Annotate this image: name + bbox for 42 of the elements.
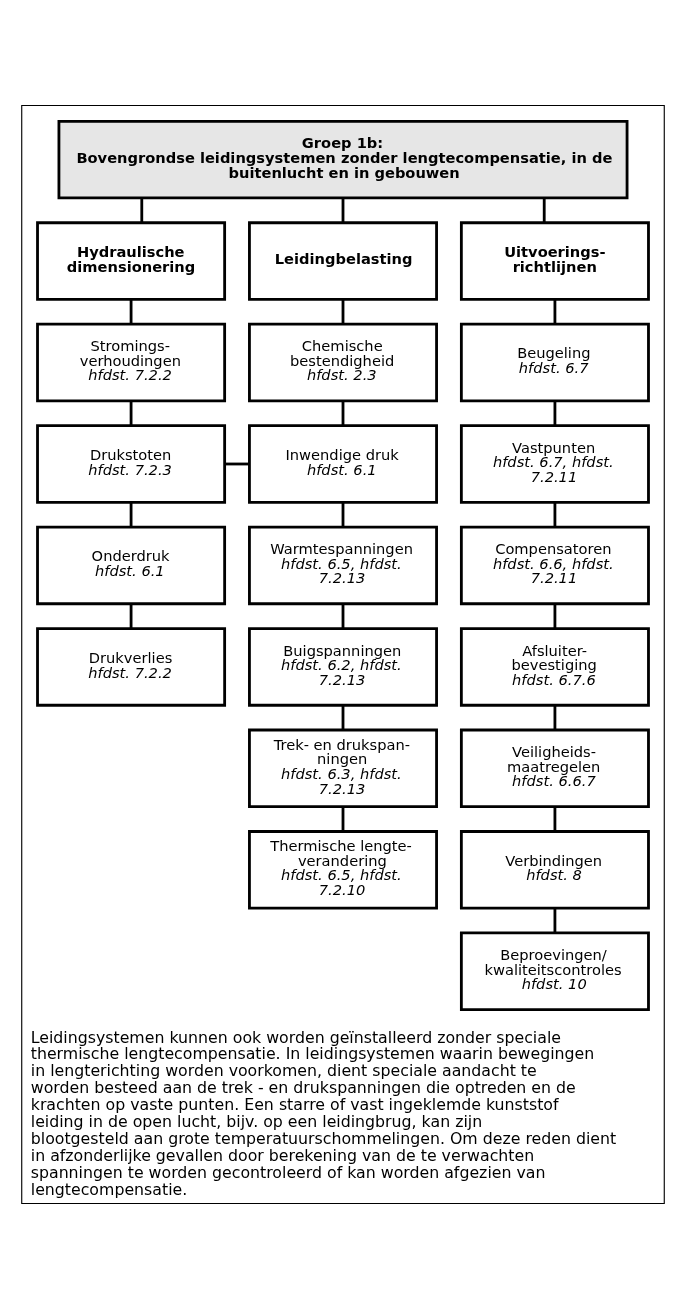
- connector: [341, 502, 345, 528]
- connector: [553, 908, 557, 933]
- node-box: Warmtespanningen hfdst. 6.5, hfdst. 7.2.13: [248, 525, 438, 606]
- connector: [224, 462, 250, 466]
- node-box: Verbindingen hfdst. 8: [459, 830, 650, 910]
- node-box: Inwendige druk hfdst. 6.1: [248, 424, 438, 504]
- connector: [553, 299, 557, 325]
- connector: [341, 299, 345, 325]
- connector: [129, 502, 133, 528]
- node-box: Groep 1b: Bovengrondse leidingsystemen zonder lengtecompensatie, in de buitenlucht en in gebouwen: [57, 119, 629, 200]
- node-box: Drukverlies hfdst. 7.2.2: [36, 627, 227, 707]
- node-box: Onderdruk hfdst. 6.1: [36, 525, 227, 606]
- node-box: Uitvoerings- richtlijnen: [459, 221, 650, 301]
- connector: [542, 198, 546, 223]
- connector: [553, 603, 557, 629]
- node-box: Buigspanningen hfdst. 6.2, hfdst. 7.2.13: [248, 627, 438, 707]
- node-box: Vastpunten hfdst. 6.7, hfdst. 7.2.11: [459, 424, 650, 504]
- connector: [341, 705, 345, 730]
- node-box: Beproevingen/ kwaliteitscontroles hfdst. 10: [459, 931, 650, 1011]
- connector: [341, 198, 345, 223]
- connector: [140, 198, 144, 223]
- connector: [553, 806, 557, 832]
- node-box: Drukstoten hfdst. 7.2.3: [36, 424, 227, 504]
- connector: [129, 603, 133, 629]
- connector: [129, 400, 133, 426]
- node-box: Leidingbelasting: [248, 221, 438, 301]
- connector: [553, 502, 557, 528]
- node-box: Chemische bestendigheid hfdst. 2.3: [248, 322, 438, 403]
- connector: [129, 299, 133, 325]
- connector: [553, 705, 557, 730]
- node-box: Thermische lengte- verandering hfdst. 6.5, hfdst. 7.2.10: [248, 830, 438, 910]
- node-box: Beugeling hfdst. 6.7: [459, 322, 650, 403]
- connector: [553, 400, 557, 426]
- connector: [341, 400, 345, 426]
- node-box: Stromings- verhoudingen hfdst. 7.2.2: [36, 322, 227, 403]
- connector: [341, 603, 345, 629]
- node-box: Compensatoren hfdst. 6.6, hfdst. 7.2.11: [459, 525, 650, 606]
- connector: [341, 806, 345, 832]
- node-box: Afsluiter- bevestiging hfdst. 6.7.6: [459, 627, 650, 707]
- node-box: Trek- en drukspan- ningen hfdst. 6.3, hfdst. 7.2.13: [248, 728, 438, 809]
- node-box: Veiligheids- maatregelen hfdst. 6.6.7: [459, 728, 650, 809]
- node-box: Hydraulische dimensionering: [36, 221, 227, 301]
